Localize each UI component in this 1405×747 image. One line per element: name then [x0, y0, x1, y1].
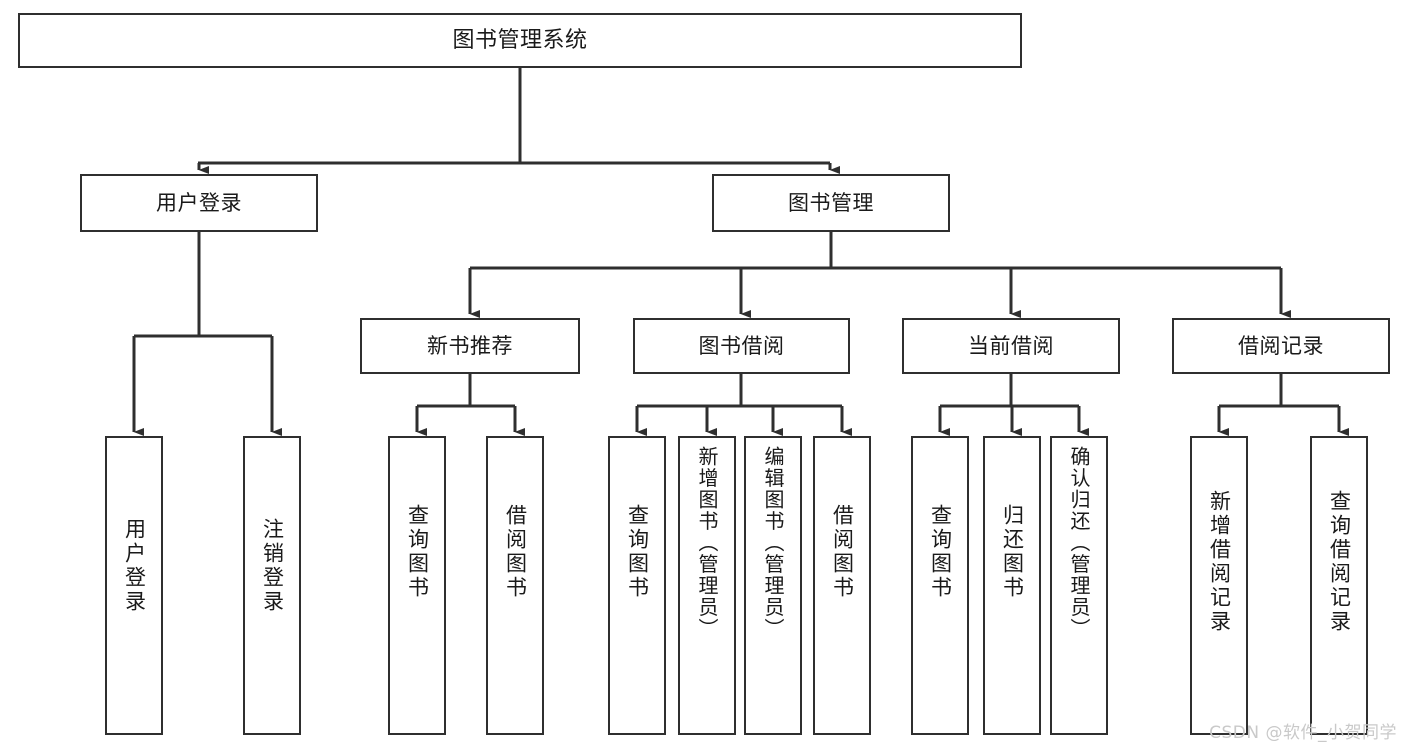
node-leaf-borrow-book-recommend-label: 借阅图书 [503, 504, 528, 600]
node-leaf-logout[interactable]: 注销登录 [243, 436, 301, 735]
node-leaf-add-book[interactable]: 新增图书（管理员） [678, 436, 736, 735]
node-root-label: 图书管理系统 [452, 27, 588, 53]
csdn-watermark: CSDN @软件_小贺同学 [1209, 723, 1397, 743]
node-leaf-query-book-borrow[interactable]: 查询图书 [608, 436, 666, 735]
node-leaf-query-book-recommend-label: 查询图书 [405, 504, 430, 600]
node-new-book-recommend[interactable]: 新书推荐 [360, 318, 580, 374]
node-current-borrow-label: 当前借阅 [968, 333, 1054, 358]
node-leaf-query-book-borrow-label: 查询图书 [625, 504, 650, 600]
node-leaf-query-borrow-record-label: 查询借阅记录 [1327, 490, 1352, 634]
node-book-manage[interactable]: 图书管理 [712, 174, 950, 232]
node-leaf-borrow-book-recommend[interactable]: 借阅图书 [486, 436, 544, 735]
node-leaf-borrow-book-label: 借阅图书 [830, 504, 855, 600]
node-user-login-label: 用户登录 [156, 190, 242, 215]
node-current-borrow[interactable]: 当前借阅 [902, 318, 1120, 374]
node-leaf-user-login[interactable]: 用户登录 [105, 436, 163, 735]
node-leaf-return-book[interactable]: 归还图书 [983, 436, 1041, 735]
node-leaf-confirm-return-label: 确认归还（管理员） [1067, 446, 1091, 640]
node-book-borrow-label: 图书借阅 [698, 333, 785, 358]
node-leaf-add-borrow-record-label: 新增借阅记录 [1207, 490, 1232, 634]
node-leaf-user-login-label: 用户登录 [122, 518, 147, 614]
node-leaf-query-book-recommend[interactable]: 查询图书 [388, 436, 446, 735]
node-borrow-record[interactable]: 借阅记录 [1172, 318, 1390, 374]
node-leaf-edit-book[interactable]: 编辑图书（管理员） [744, 436, 802, 735]
node-borrow-record-label: 借阅记录 [1238, 333, 1324, 358]
node-leaf-return-book-label: 归还图书 [1000, 504, 1025, 600]
node-root[interactable]: 图书管理系统 [18, 13, 1022, 68]
node-leaf-add-borrow-record[interactable]: 新增借阅记录 [1190, 436, 1248, 735]
node-leaf-borrow-book[interactable]: 借阅图书 [813, 436, 871, 735]
node-leaf-query-book-current[interactable]: 查询图书 [911, 436, 969, 735]
node-leaf-logout-label: 注销登录 [260, 518, 285, 614]
node-leaf-confirm-return[interactable]: 确认归还（管理员） [1050, 436, 1108, 735]
node-new-book-recommend-label: 新书推荐 [427, 333, 513, 358]
node-leaf-add-book-label: 新增图书（管理员） [695, 446, 719, 640]
node-leaf-edit-book-label: 编辑图书（管理员） [761, 446, 785, 640]
node-user-login[interactable]: 用户登录 [80, 174, 318, 232]
node-book-borrow[interactable]: 图书借阅 [633, 318, 850, 374]
node-book-manage-label: 图书管理 [788, 190, 874, 215]
node-leaf-query-book-current-label: 查询图书 [928, 504, 953, 600]
node-leaf-query-borrow-record[interactable]: 查询借阅记录 [1310, 436, 1368, 735]
